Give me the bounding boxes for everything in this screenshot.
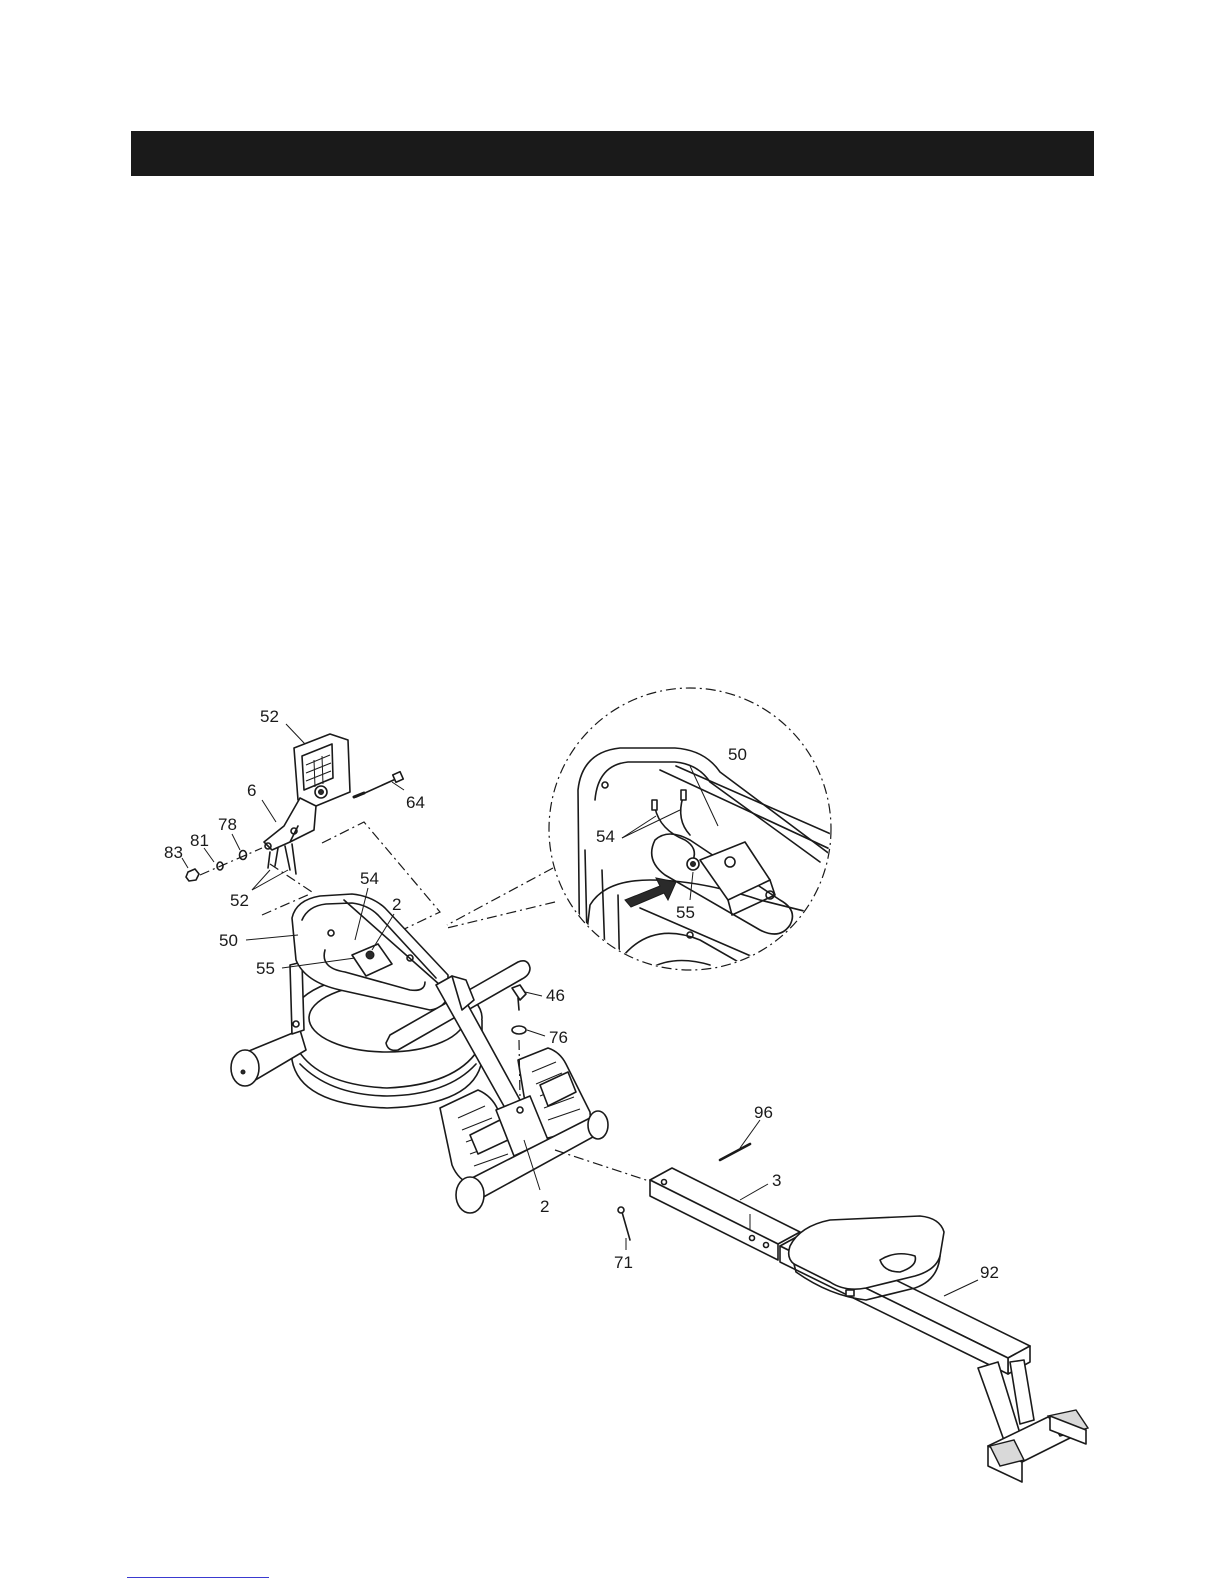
callout-6: 6 [247,781,256,800]
rower-frame-assembly [231,894,652,1213]
detail-callout-50: 50 [728,745,747,764]
callout-71: 71 [614,1253,633,1272]
callout-55: 55 [256,959,275,978]
detail-view [447,688,840,990]
detail-leader-top [447,868,553,925]
pin-96 [720,1144,750,1160]
callout-96: 96 [754,1103,773,1122]
detail-callout-54: 54 [596,827,615,846]
callout-76: 76 [549,1028,568,1047]
detail-leader-bottom [447,902,555,928]
screw-71 [622,1212,630,1240]
callout-2-bottom: 2 [540,1197,549,1216]
nut-83 [186,869,199,881]
callout-46: 46 [546,986,565,1005]
callout-83: 83 [164,843,183,862]
callout-50: 50 [219,931,238,950]
washer-76 [512,1026,526,1034]
callout-3: 3 [772,1171,781,1190]
footer-link-underline[interactable] [127,1577,269,1578]
monorail-assembly [618,1144,1088,1482]
callout-2-top: 2 [392,895,401,914]
callout-92: 92 [980,1263,999,1282]
callout-64: 64 [406,793,425,812]
callout-52-console: 52 [260,707,279,726]
insert-arrow-icon [625,878,676,907]
detail-callout-55: 55 [676,903,695,922]
callout-78: 78 [218,815,237,834]
callout-54: 54 [360,869,379,888]
knob-46 [512,985,526,1000]
callout-81: 81 [190,831,209,850]
callout-52-wires: 52 [230,891,249,910]
